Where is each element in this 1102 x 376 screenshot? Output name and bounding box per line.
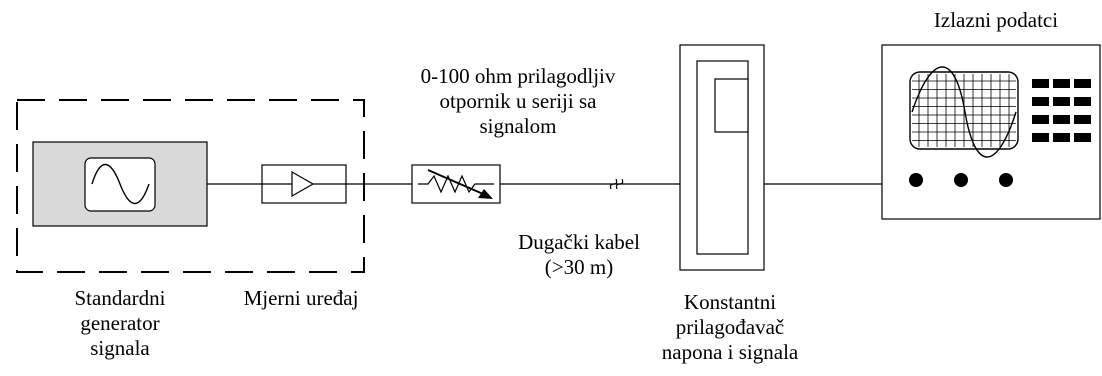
triangle-amplifier-icon	[291, 170, 315, 198]
generator-label-line-1: Standardni	[74, 286, 166, 310]
keypad-key	[1053, 97, 1070, 106]
keypad-key	[1032, 115, 1049, 124]
keypad-key	[1074, 79, 1091, 88]
conditioner-label-line-1: Konstantni	[683, 290, 777, 314]
keypad-key	[1053, 115, 1070, 124]
keypad-key	[1053, 79, 1070, 88]
keypad-key	[1074, 115, 1091, 124]
resistor-note-line-1: 0-100 ohm prilagodljiv	[420, 64, 616, 88]
signal-generator	[32, 141, 208, 227]
keypad-key	[1032, 79, 1049, 88]
generator-label-line-3: signala	[90, 336, 150, 360]
oscilloscope-gridlines	[912, 74, 1016, 147]
measuring-device-label: Mjerni uređaj	[243, 286, 359, 310]
dashed-enclosure	[16, 99, 365, 273]
keypad-key	[1032, 133, 1049, 142]
cable-note-line-2: (>30 m)	[544, 255, 614, 279]
knob-1	[909, 173, 923, 187]
keypad-key	[1074, 97, 1091, 106]
cable-note-line-1: Dugački kabel	[518, 230, 640, 254]
variable-resistor	[411, 164, 501, 204]
resistor-note: 0-100 ohm prilagodljiv otpornik u seriji…	[368, 64, 668, 139]
resistor-note-line-2: otpornik u seriji sa	[439, 89, 597, 113]
keypad-icon	[1032, 79, 1091, 142]
knob-2	[954, 173, 968, 187]
oscilloscope-wave	[911, 66, 1017, 158]
cable-break-icon	[609, 178, 624, 190]
conditioner-label: Konstantni prilagođavač napona i signala	[640, 290, 820, 365]
resistor-arrow-icon	[427, 169, 491, 198]
knob-3	[999, 173, 1013, 187]
measuring-device	[261, 164, 347, 204]
keypad-key	[1032, 97, 1049, 106]
output-device	[881, 44, 1101, 220]
resistor-note-line-3: signalom	[479, 114, 557, 138]
keypad-key	[1074, 133, 1091, 142]
conditioner-label-line-2: prilagođavač	[675, 315, 785, 339]
sine-wave-icon	[91, 164, 150, 204]
cable-note: Dugački kabel (>30 m)	[496, 230, 662, 280]
variable-resistor-icon	[418, 174, 494, 194]
generator-label: Standardni generator signala	[55, 286, 185, 361]
signal-conditioner	[679, 44, 765, 271]
keypad-key	[1053, 133, 1070, 142]
generator-label-line-2: generator	[80, 311, 160, 335]
output-title: Izlazni podatci	[933, 8, 1059, 32]
conditioner-display	[714, 78, 749, 133]
conditioner-label-line-3: napona i signala	[661, 340, 799, 364]
